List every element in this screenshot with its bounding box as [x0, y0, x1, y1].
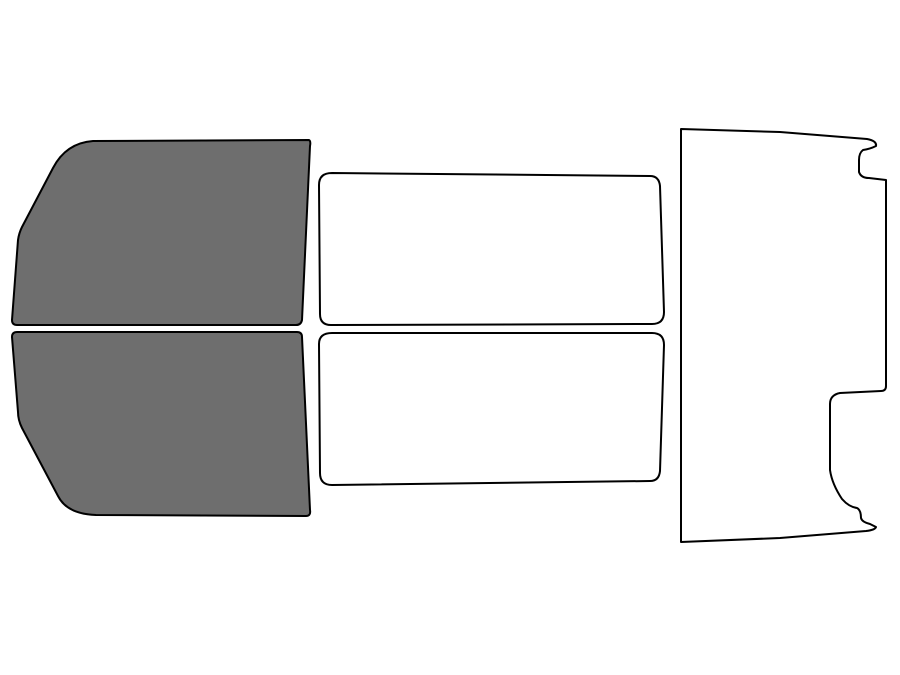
front-window-bottom-panel[interactable] [11, 331, 312, 517]
rear-window-bottom-panel[interactable] [318, 332, 665, 486]
back-window-panel[interactable] [680, 128, 887, 543]
front-window-top-panel[interactable] [11, 139, 312, 326]
rear-window-top-panel[interactable] [318, 172, 665, 326]
